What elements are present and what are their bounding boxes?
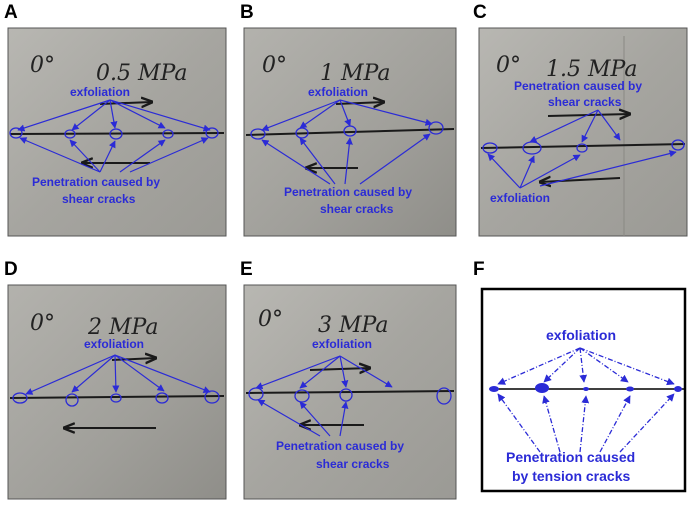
panel-f: exfoliation Penetration caused by tensio… (480, 287, 687, 493)
exfoliation-arrows-c (487, 150, 677, 189)
pressure-label-d: 2 MPa (87, 315, 158, 340)
spall-outlines-a (9, 127, 219, 140)
pressure-label-b: 1 MPa (320, 61, 390, 86)
pressure-label-c: 1.5 MPa (546, 57, 637, 82)
spall-marks-f (489, 383, 682, 393)
spall-outlines-d (12, 390, 220, 407)
penetration-arrows-e (257, 399, 349, 437)
angle-label-c: 0° (496, 53, 521, 78)
crack-line-d (9, 395, 225, 399)
crack-line-b (245, 128, 455, 136)
shear-direction-arrow-d-top (111, 358, 156, 360)
crack-line-a (9, 132, 225, 135)
panel-letter-d: D (4, 259, 18, 280)
shear-direction-arrow-c-top (547, 114, 630, 116)
panel-letter-f: F (473, 259, 485, 280)
exfoliation-arrows-f (497, 347, 675, 386)
exfoliation-label-b: exfoliation (308, 85, 368, 99)
panel-letter-e: E (240, 259, 253, 280)
exfoliation-label-c: exfoliation (490, 191, 550, 205)
panel-a: 0° 0.5 MPa exfoliation Penetration cau (7, 27, 227, 237)
panel-e: 0° 3 MPa exfoliation Penetration caused … (243, 284, 457, 500)
shear-direction-arrow-b-top (335, 102, 384, 104)
pressure-label-a: 0.5 MPa (96, 61, 187, 86)
specimen-a (7, 27, 227, 237)
specimen-c (478, 27, 688, 237)
exfoliation-label-f: exfoliation (546, 327, 616, 343)
tension-label-f-line2: by tension cracks (512, 468, 630, 484)
crack-line-e (245, 390, 455, 394)
exfoliation-label-e: exfoliation (312, 337, 372, 351)
spall-outlines-e (248, 387, 452, 405)
pressure-label-e: 3 MPa (318, 313, 388, 338)
exfoliation-arrows-d (25, 354, 211, 395)
angle-label-a: 0° (30, 53, 55, 78)
panel-d: 0° 2 MPa exfoliation (7, 284, 227, 500)
exfoliation-arrows-a (17, 99, 211, 132)
spall-outlines-b (250, 121, 444, 140)
penetration-label-a-line2: shear cracks (62, 192, 136, 206)
penetration-arrows-a (19, 137, 209, 173)
angle-label-b: 0° (262, 53, 287, 78)
panel-letter-c: C (473, 2, 487, 23)
tension-arrows-f (497, 393, 675, 453)
penetration-arrows-b (261, 133, 431, 185)
penetration-label-b-line1: Penetration caused by (284, 185, 412, 199)
spall-outlines-c (482, 139, 685, 155)
penetration-label-a-line1: Penetration caused by (32, 175, 160, 189)
exfoliation-label-d: exfoliation (84, 337, 144, 351)
angle-label-d: 0° (30, 311, 55, 336)
penetration-label-e-line2: shear cracks (316, 457, 390, 471)
exfoliation-label-a: exfoliation (70, 85, 130, 99)
exfoliation-arrows-e (255, 355, 393, 390)
panel-b: 0° 1 MPa exfoliation Penetration caused … (243, 27, 457, 237)
shear-direction-arrow-a-top (99, 102, 152, 104)
panel-c: 0° 1.5 MPa Penetration caused by shear c… (478, 27, 688, 237)
exfoliation-arrows-b (261, 99, 433, 132)
penetration-label-c-line1: Penetration caused by (514, 79, 642, 93)
tension-label-f-line1: Penetration caused (506, 449, 635, 465)
penetration-arrows-c (529, 109, 621, 143)
penetration-label-c-line2: shear cracks (548, 95, 622, 109)
panel-letter-b: B (240, 2, 254, 23)
penetration-label-b-line2: shear cracks (320, 202, 394, 216)
panel-letter-a: A (4, 2, 18, 23)
penetration-label-e-line1: Penetration caused by (276, 439, 404, 453)
angle-label-e: 0° (258, 307, 283, 332)
shear-direction-arrow-c-bottom (540, 178, 621, 182)
crack-line-c (480, 143, 686, 149)
